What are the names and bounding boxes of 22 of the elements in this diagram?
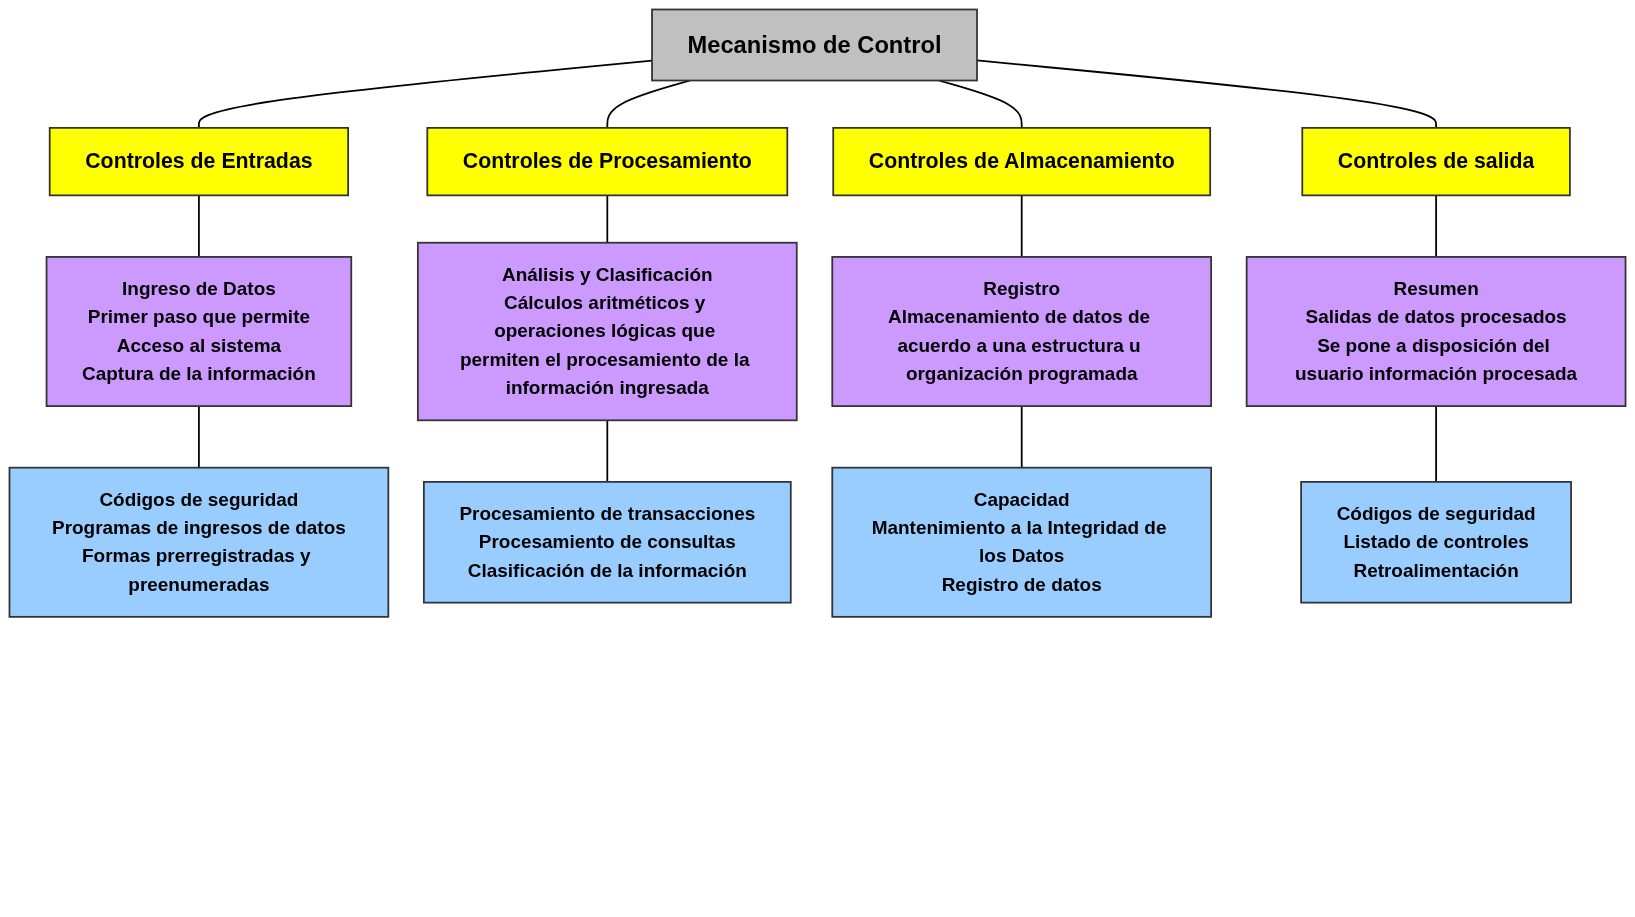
node-box: Controles de Almacenamiento [832, 127, 1212, 197]
connector [1435, 194, 1437, 258]
node-box: Registro Almacenamiento de datos de acuerdo a una estructura u organización programada [831, 256, 1213, 407]
node-box: Capacidad Mantenimiento a la Integridad de los Datos Registro de datos [831, 466, 1213, 618]
node-box: Controles de Procesamiento [426, 127, 789, 197]
connector [1020, 405, 1023, 469]
connector [1435, 405, 1437, 483]
node-box: Códigos de seguridad Listado de controles Retroalimentación [1300, 481, 1572, 604]
node-box: Resumen Salidas de datos procesados Se pone a disposición del usuario información procesada [1245, 256, 1627, 407]
connector [198, 194, 200, 258]
connector [1020, 194, 1023, 258]
node-box: Controles de Entradas [48, 127, 349, 197]
node-box: Procesamiento de transacciones Procesamiento de consultas Clasificación de la información [422, 481, 792, 604]
connector [606, 194, 609, 244]
connector [198, 59, 653, 129]
node-box: Análisis y Clasificación Cálculos aritméticos y operaciones lógicas que permiten el procesamiento de la información ingresada [417, 241, 798, 422]
node-box: Mecanismo de Control [651, 8, 978, 82]
connector [606, 419, 609, 483]
node-box: Controles de salida [1301, 127, 1571, 197]
connector [198, 405, 200, 469]
node-box: Ingreso de Datos Primer paso que permite Acceso al sistema Captura de la información [45, 256, 353, 407]
node-box: Códigos de seguridad Programas de ingresos de datos Formas prerregistradas y preenumeradas [8, 466, 390, 618]
